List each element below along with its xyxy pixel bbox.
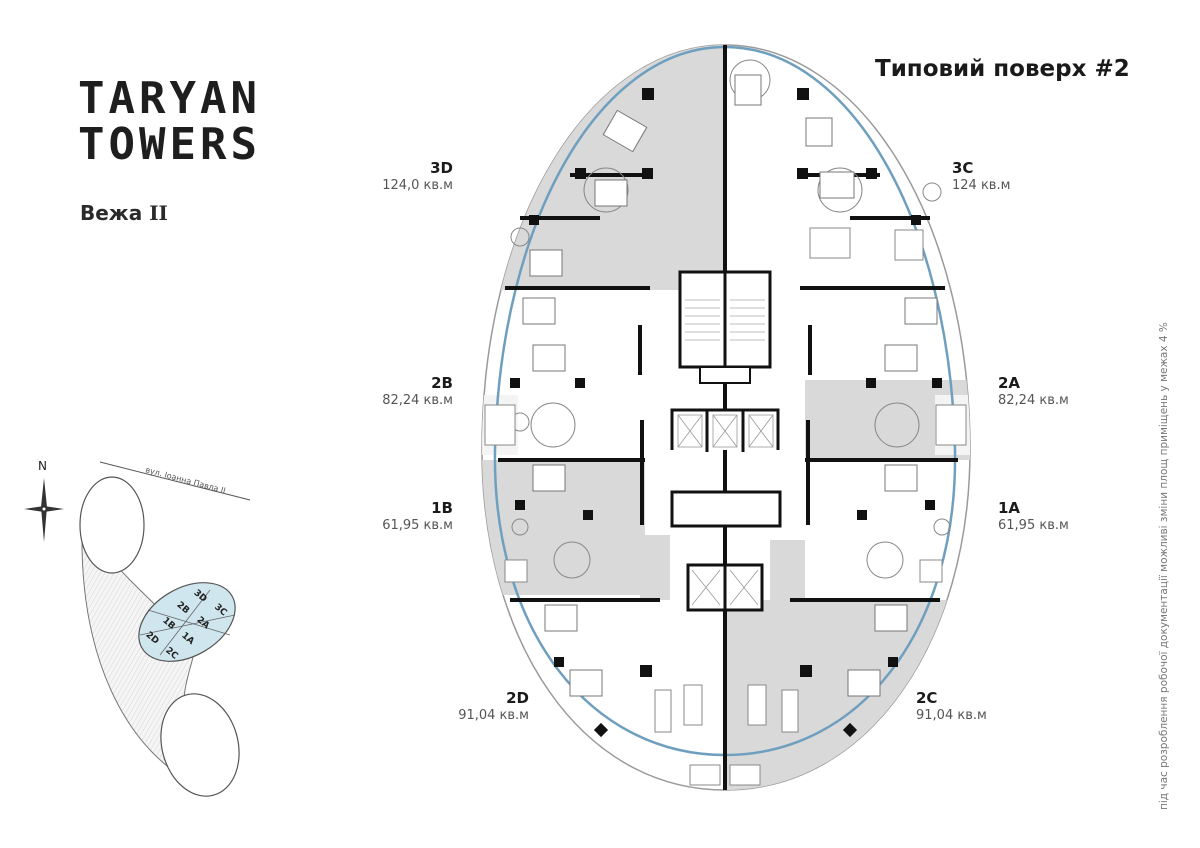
unit-area: 91,04 кв.м: [458, 708, 529, 723]
unit-code: 1B: [431, 499, 453, 517]
unit-code: 2D: [506, 689, 529, 707]
tower-word: Вежа: [80, 201, 143, 225]
unit-code: 2A: [998, 374, 1021, 392]
unit-label-2B[interactable]: 2B 82,24 кв.м: [382, 375, 453, 409]
unit-code: 1A: [998, 499, 1021, 517]
street-label: вул. Іоанна Павла ІІ: [144, 465, 226, 495]
tower-number: II: [149, 201, 168, 225]
site-map: N вул. Іоанна Павла ІІ 3D 3C 2B 2A 1B 1A…: [24, 459, 251, 797]
unit-area: 91,04 кв.м: [916, 708, 987, 723]
unit-area: 82,24 кв.м: [382, 393, 453, 408]
brand-logo: TARYAN TOWERS: [78, 76, 261, 168]
disclaimer-note: під час розроблення робочої документації…: [1158, 322, 1170, 810]
tower-label: Вежа II: [80, 201, 168, 225]
unit-label-2D[interactable]: 2D 91,04 кв.м: [458, 690, 529, 724]
unit-label-1B[interactable]: 1B 61,95 кв.м: [382, 500, 453, 534]
unit-code: 2B: [431, 374, 453, 392]
unit-3D-area: [482, 45, 725, 290]
unit-area: 61,95 кв.м: [382, 518, 453, 533]
unit-label-2A[interactable]: 2A 82,24 кв.м: [998, 375, 1069, 409]
unit-area: 61,95 кв.м: [998, 518, 1069, 533]
unit-label-1A[interactable]: 1A 61,95 кв.м: [998, 500, 1069, 534]
unit-area: 124,0 кв.м: [382, 178, 453, 193]
north-label: N: [38, 459, 47, 473]
compass-icon: N: [24, 459, 64, 542]
unit-label-2C[interactable]: 2C 91,04 кв.м: [916, 690, 987, 724]
unit-label-3D[interactable]: 3D 124,0 кв.м: [382, 160, 453, 194]
brand-line-2: TOWERS: [78, 119, 261, 170]
unit-area: 124 кв.м: [952, 178, 1011, 193]
unit-area: 82,24 кв.м: [998, 393, 1069, 408]
brand-line-1: TARYAN: [78, 73, 261, 124]
unit-code: 3D: [430, 159, 453, 177]
floor-title: Типовий поверх #2: [875, 56, 1130, 82]
unit-code: 2C: [916, 689, 938, 707]
tower-2-highlight: 3D 3C 2B 2A 1B 1A 2D 2C: [138, 582, 236, 662]
unit-code: 3C: [952, 159, 974, 177]
unit-label-3C[interactable]: 3C 124 кв.м: [952, 160, 1010, 194]
